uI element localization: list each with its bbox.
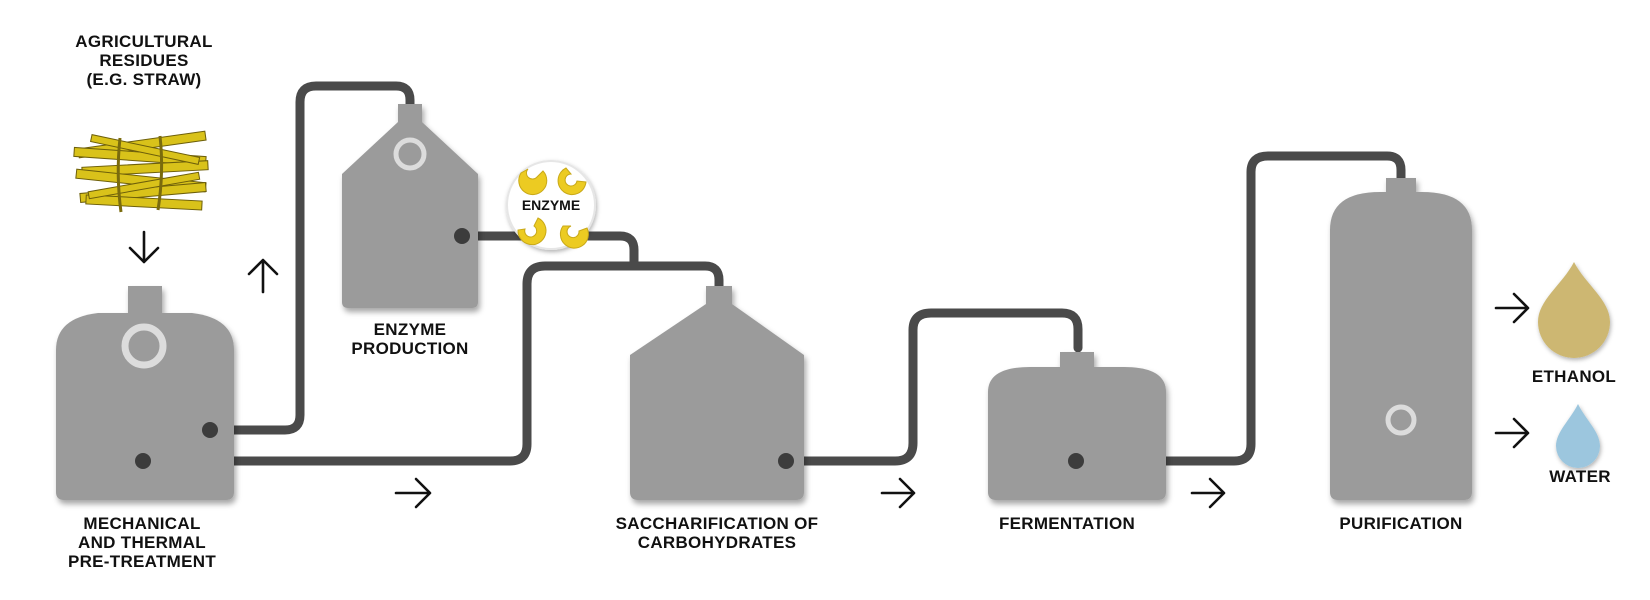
label-water: WATER (1549, 467, 1611, 486)
enzyme-tank-outlet (454, 228, 470, 244)
ethanol-drop-icon (1538, 262, 1610, 358)
arrow-right-icon (880, 477, 916, 509)
saccharification-outlet (778, 453, 794, 469)
pretreatment-tank (56, 286, 234, 500)
saccharification-tank (630, 286, 804, 500)
enzyme-tank-port-ring (393, 137, 427, 171)
purification-tank (1330, 178, 1472, 500)
enzyme-production-tank (342, 104, 478, 308)
pipe-saccharification-to-fermentation (781, 308, 1083, 466)
pipe-fermentation-to-purification (1071, 151, 1406, 466)
label-saccharification: SACCHARIFICATION OF CARBOHYDRATES (615, 514, 819, 552)
arrow-right-icon (1494, 292, 1530, 324)
arrow-up-icon (247, 258, 279, 294)
fermentation-tank (988, 352, 1166, 500)
pipe-pretreat-to-enzyme (205, 81, 415, 435)
fermentation-outlet (1068, 453, 1084, 469)
pipe-enzyme-to-saccharification (457, 231, 639, 269)
label-enzyme-production: ENZYME PRODUCTION (351, 320, 469, 358)
water-drop-icon (1556, 404, 1600, 468)
label-mechanical-thermal: MECHANICAL AND THERMAL PRE-TREATMENT (67, 514, 217, 571)
pretreatment-outlet-bottom (135, 453, 151, 469)
label-fermentation: FERMENTATION (998, 514, 1136, 533)
label-ethanol: ETHANOL (1531, 367, 1617, 386)
pretreatment-outlet-top (202, 422, 218, 438)
straw-bundle-icon (73, 130, 209, 213)
arrow-right-icon (1494, 417, 1530, 449)
label-purification: PURIFICATION (1339, 514, 1463, 533)
arrow-right-icon (394, 477, 432, 509)
arrows (128, 230, 1530, 509)
enzyme-badge-label: ENZYME (522, 197, 580, 213)
enzyme-badge-icon: ENZYME (506, 160, 596, 250)
pipe-pretreat-to-saccharification (138, 261, 724, 466)
arrow-right-icon (1190, 477, 1226, 509)
label-agricultural-residues: AGRICULTURAL RESIDUES (E.G. STRAW) (75, 32, 213, 89)
pretreatment-port-ring (121, 323, 167, 369)
pipes (138, 81, 1406, 466)
purification-port-ring (1385, 404, 1417, 436)
arrow-down-icon (128, 230, 160, 264)
